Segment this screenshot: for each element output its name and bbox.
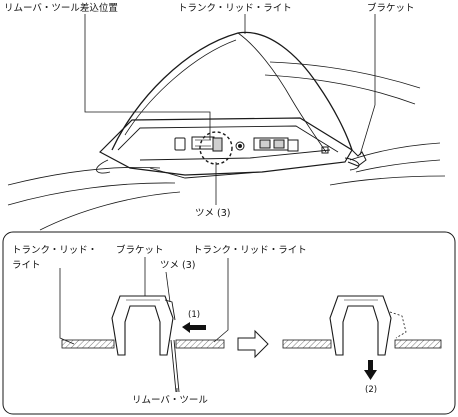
claw-slot (212, 137, 223, 152)
slot-left (174, 137, 186, 151)
lamp-dome (111, 31, 353, 151)
plate-left-after (282, 339, 332, 349)
leader-light-left (59, 268, 75, 345)
label-claw-top: ツメ (3) (195, 208, 230, 219)
detail-leader-lines (59, 257, 229, 392)
trunk-body-lines (7, 61, 446, 231)
label-step1: (1) (188, 310, 200, 320)
remover-tool (170, 339, 180, 393)
leader-light-right (213, 258, 229, 343)
label-bracket-top: ブラケット (367, 2, 415, 14)
label-remover-tool: リムーバ・ツール (132, 395, 208, 406)
claw-original-dashed (389, 311, 407, 339)
label-trunk-lid-light-top: トランク・リッド・ライト (178, 3, 292, 14)
label-trunk-lid-light-left-1: トランク・リッド・ (12, 245, 97, 256)
detail-frame (2, 231, 456, 415)
plate-right (175, 339, 225, 349)
right-panel (282, 295, 442, 380)
bracket-clip (111, 295, 174, 356)
claw-detail (164, 299, 176, 321)
label-trunk-lid-light-left-2: ライト (12, 260, 41, 271)
transition-arrow (237, 329, 269, 359)
label-bracket-detail: ブラケット (116, 244, 164, 256)
leader-claw-detail (165, 271, 171, 303)
screw-hole (235, 141, 245, 151)
left-panel (59, 257, 229, 393)
slot-mid (191, 136, 215, 150)
bracket (347, 149, 367, 167)
lamp-dome-inner (124, 39, 237, 136)
leader-bracket (359, 14, 376, 156)
plate-right-after (394, 339, 442, 349)
top-illustration (7, 31, 446, 231)
top-leader-lines (84, 14, 376, 205)
leader-remover-position (84, 14, 211, 140)
arrow-step2 (364, 360, 377, 380)
lamp-housing (99, 117, 353, 176)
arrow-step1 (182, 322, 206, 333)
plate-left (61, 339, 115, 349)
label-trunk-lid-light-right: トランク・リッド・ライト (193, 245, 307, 256)
label-step2: (2) (365, 385, 377, 395)
label-claw-detail: ツメ (3) (160, 260, 195, 271)
label-remover-position: リムーバ・ツール差込位置 (4, 2, 118, 14)
bracket-clip-after (329, 295, 392, 356)
